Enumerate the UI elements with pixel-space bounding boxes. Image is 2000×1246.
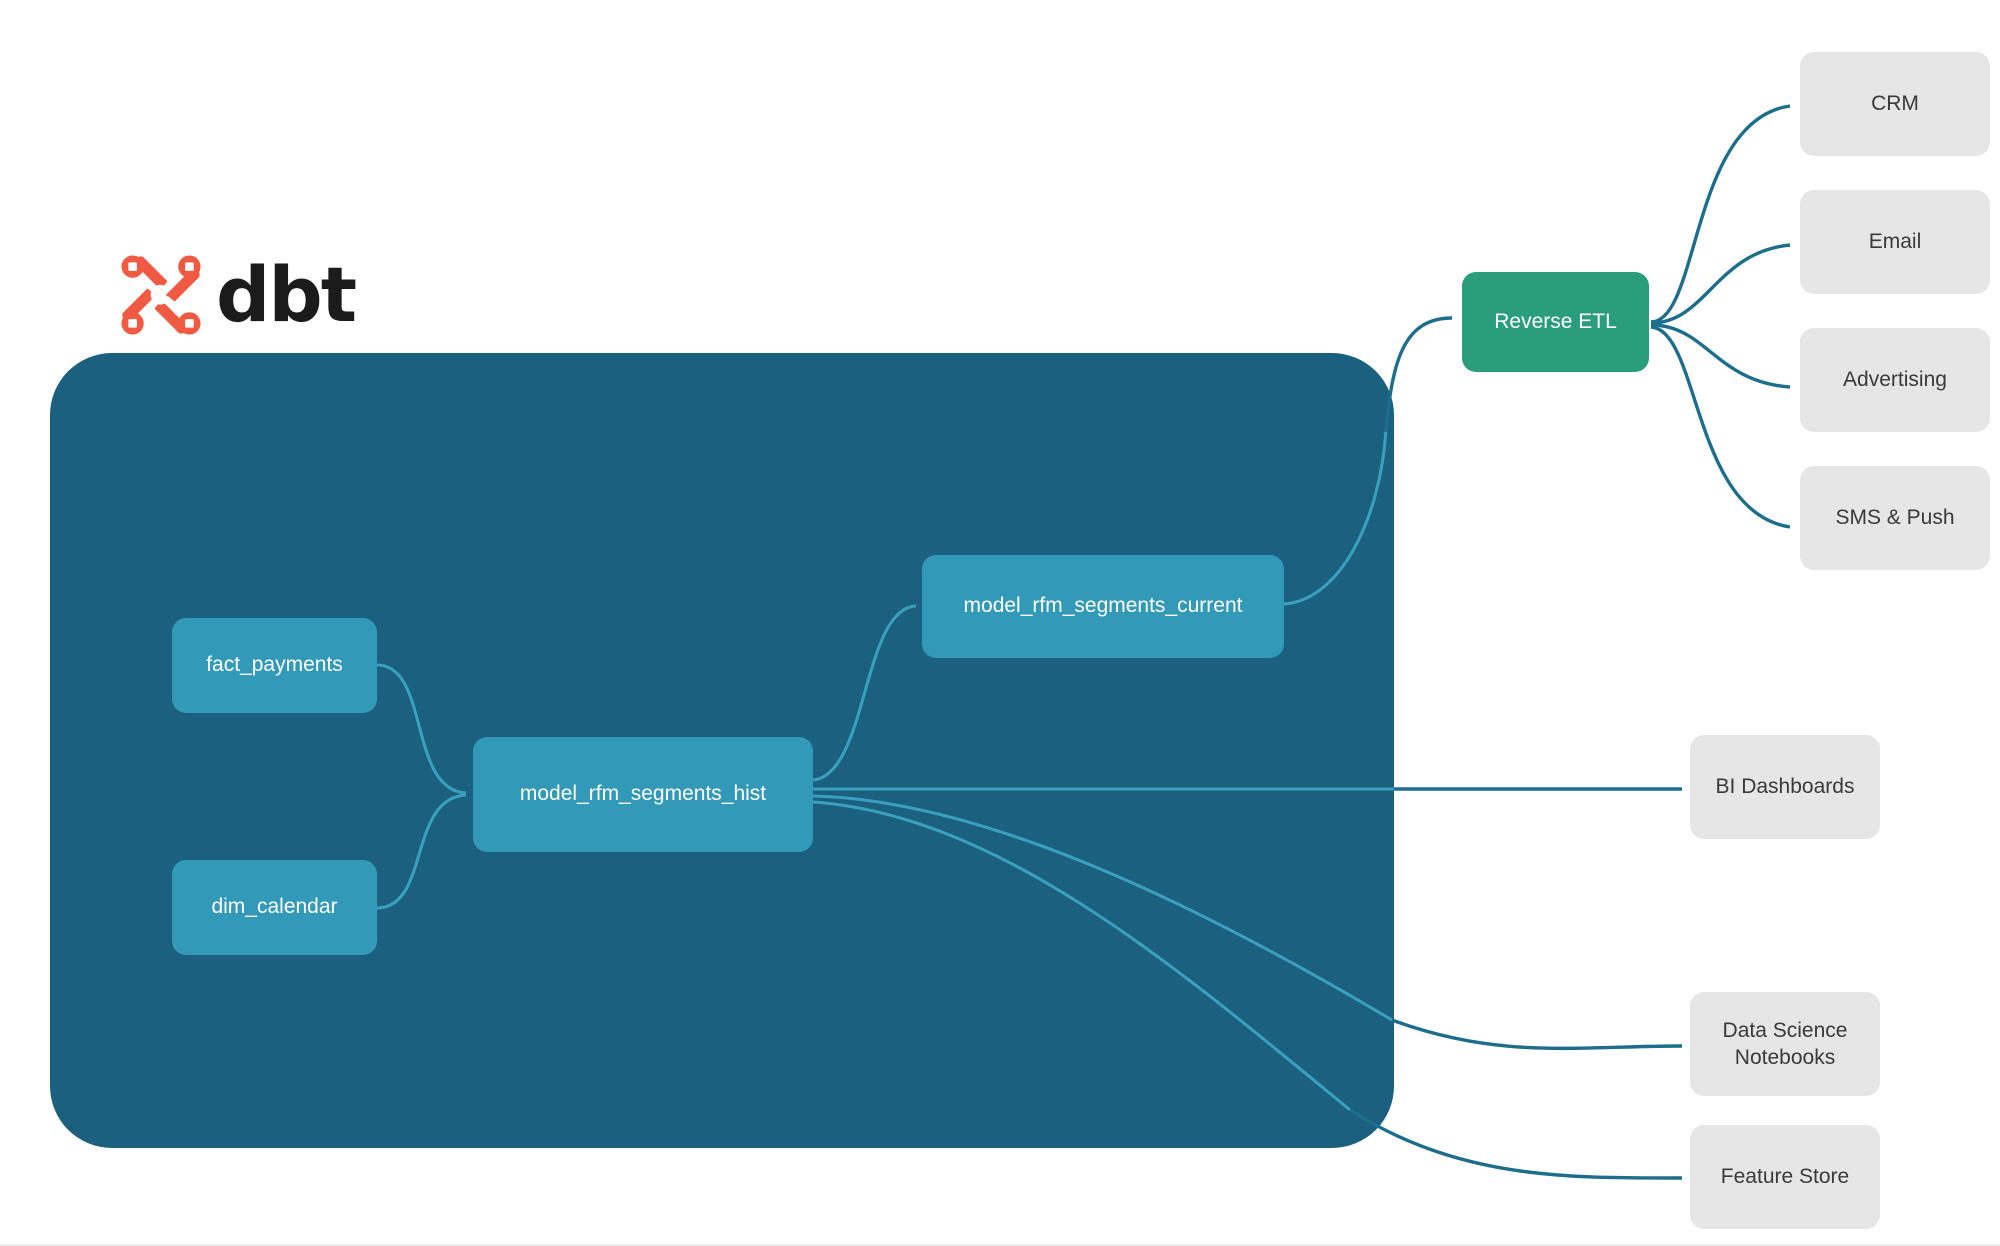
node-crm-label: CRM bbox=[1871, 92, 1919, 116]
node-sms-push-label: SMS & Push bbox=[1835, 506, 1955, 530]
node-model-rfm-segments-hist-label: model_rfm_segments_hist bbox=[519, 782, 767, 806]
dbt-wordmark: dbt bbox=[216, 250, 357, 339]
bottom-divider bbox=[0, 1244, 2000, 1246]
dbt-logo: dbt bbox=[118, 250, 357, 339]
edge-hist-to-ds-notebooks bbox=[1391, 1018, 1683, 1051]
node-model-rfm-segments-current[interactable]: model_rfm_segments_current bbox=[922, 555, 1284, 658]
node-data-science-notebooks-line1: Data Science bbox=[1722, 1018, 1848, 1042]
edge-current-to-reverse-etl bbox=[1384, 316, 1453, 433]
node-email[interactable]: Email bbox=[1800, 190, 1990, 294]
node-crm[interactable]: CRM bbox=[1800, 52, 1990, 156]
node-fact-payments-label: fact_payments bbox=[206, 653, 343, 677]
node-bi-dashboards-label: BI Dashboards bbox=[1715, 775, 1855, 799]
node-data-science-notebooks[interactable]: Data Science Notebooks bbox=[1690, 992, 1880, 1096]
node-advertising[interactable]: Advertising bbox=[1800, 328, 1990, 432]
dbt-mark-icon bbox=[121, 255, 201, 335]
edge-reverse-etl-to-crm bbox=[1650, 104, 1791, 324]
edge-reverse-etl-to-email bbox=[1650, 243, 1791, 325]
node-bi-dashboards[interactable]: BI Dashboards bbox=[1690, 735, 1880, 839]
node-feature-store-label: Feature Store bbox=[1720, 1165, 1850, 1189]
node-feature-store[interactable]: Feature Store bbox=[1690, 1125, 1880, 1229]
node-data-science-notebooks-label: Data Science Notebooks bbox=[1723, 1017, 1848, 1072]
node-email-label: Email bbox=[1868, 230, 1922, 254]
node-sms-push[interactable]: SMS & Push bbox=[1800, 466, 1990, 570]
node-reverse-etl-label: Reverse ETL bbox=[1494, 309, 1617, 333]
node-fact-payments[interactable]: fact_payments bbox=[172, 618, 377, 713]
node-dim-calendar-label: dim_calendar bbox=[211, 895, 338, 919]
node-model-rfm-segments-hist[interactable]: model_rfm_segments_hist bbox=[473, 737, 813, 852]
node-dim-calendar[interactable]: dim_calendar bbox=[172, 860, 377, 955]
node-model-rfm-segments-current-label: model_rfm_segments_current bbox=[963, 594, 1243, 618]
node-reverse-etl[interactable]: Reverse ETL bbox=[1462, 272, 1649, 372]
edge-reverse-etl-to-advertising bbox=[1650, 323, 1791, 389]
node-data-science-notebooks-line2: Notebooks bbox=[1734, 1046, 1836, 1069]
edge-hist-to-feature-store bbox=[1349, 1108, 1683, 1180]
edge-reverse-etl-to-sms-push bbox=[1650, 325, 1791, 529]
node-advertising-label: Advertising bbox=[1843, 368, 1947, 392]
